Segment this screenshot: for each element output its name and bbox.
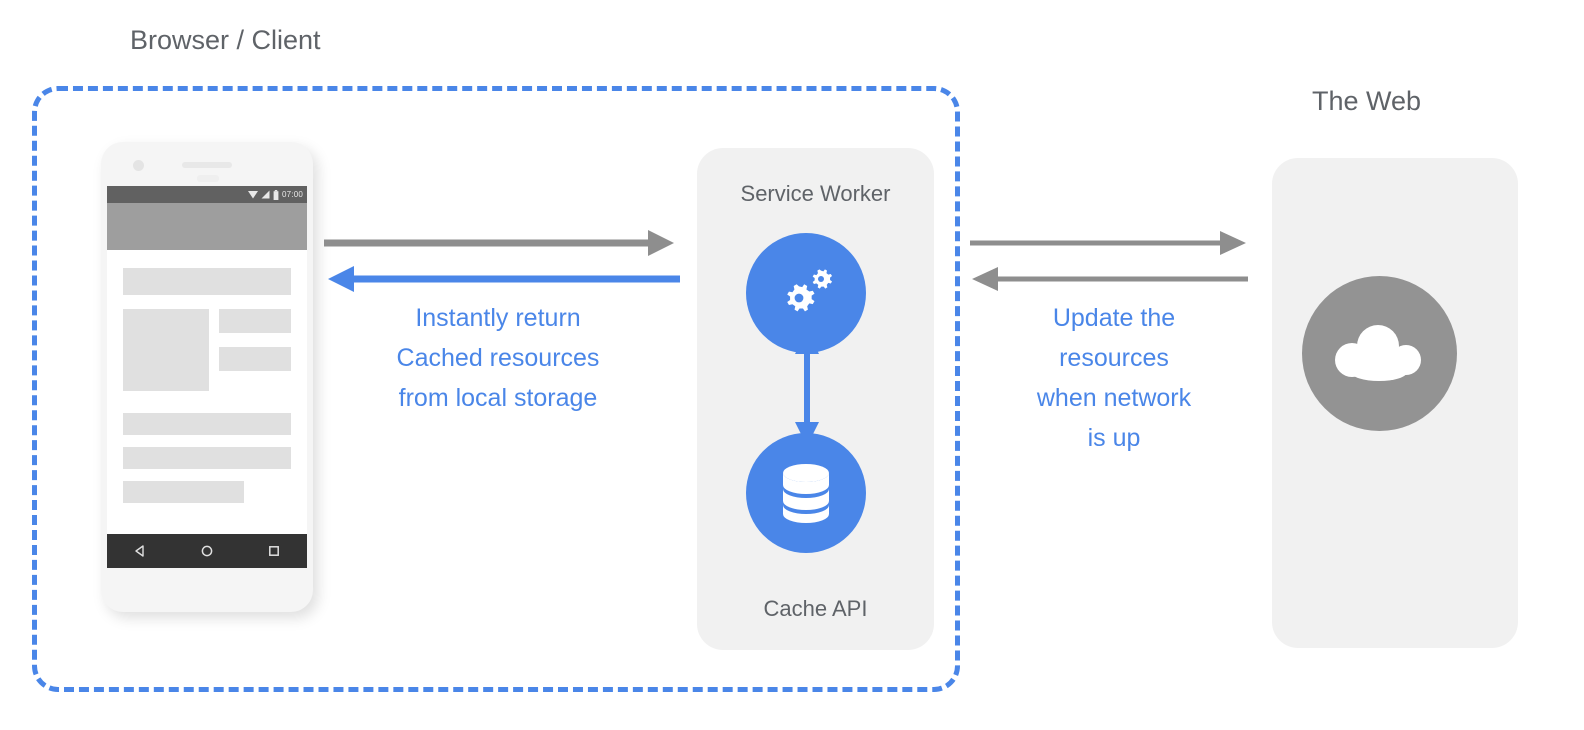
wireframe-row — [123, 309, 291, 391]
cloud-icon-badge — [1302, 276, 1457, 431]
browser-boundary-box — [32, 86, 960, 692]
worker-cache-link-arrow — [795, 330, 819, 446]
wireframe-line — [123, 481, 244, 503]
the-web-card — [1272, 158, 1518, 648]
wireframe-line — [123, 447, 291, 469]
phone-sensor — [197, 175, 219, 182]
phone-app-bar — [107, 203, 307, 250]
database-icon — [783, 464, 829, 523]
gears-icon — [787, 269, 833, 312]
annotation-cached-resources: Instantly return Cached resources from l… — [396, 304, 600, 412]
cache-api-title: Cache API — [763, 596, 868, 621]
arrow-web-to-worker — [972, 267, 1248, 291]
status-bar-time: 07:00 — [281, 190, 303, 199]
battery-icon — [273, 189, 279, 200]
arrow-client-to-worker — [324, 230, 674, 256]
arrow-worker-to-client — [328, 266, 680, 292]
the-web-label: The Web — [1312, 86, 1422, 116]
wireframe-card — [219, 309, 291, 333]
cloud-icon — [1334, 324, 1421, 381]
wireframe-card — [219, 347, 291, 371]
wireframe-hero-block — [123, 268, 291, 295]
phone-speaker-grill — [182, 162, 232, 168]
cache-api-icon-badge — [746, 433, 866, 553]
phone-content-wireframe — [107, 250, 307, 503]
annotation-update-resources: Update the resources when network is up — [1036, 304, 1192, 452]
client-worker-arrows — [324, 230, 680, 292]
phone-mockup: 07:00 — [101, 142, 313, 612]
wireframe-column — [219, 309, 291, 391]
phone-screen: 07:00 — [107, 186, 307, 568]
signal-icon — [261, 190, 270, 199]
service-worker-title: Service Worker — [740, 181, 891, 206]
recents-square-icon[interactable] — [267, 544, 281, 558]
phone-camera-icon — [133, 160, 144, 171]
wireframe-image-block — [123, 309, 209, 391]
browser-client-label: Browser / Client — [130, 25, 321, 55]
back-triangle-icon[interactable] — [133, 544, 147, 558]
wifi-icon — [247, 191, 258, 199]
phone-navigation-bar — [107, 534, 307, 568]
worker-web-arrows — [970, 231, 1248, 291]
home-circle-icon[interactable] — [200, 544, 214, 558]
arrow-worker-to-web — [970, 231, 1246, 255]
wireframe-line — [123, 413, 291, 435]
wireframe-text-lines — [123, 413, 291, 503]
phone-status-bar: 07:00 — [107, 186, 307, 203]
